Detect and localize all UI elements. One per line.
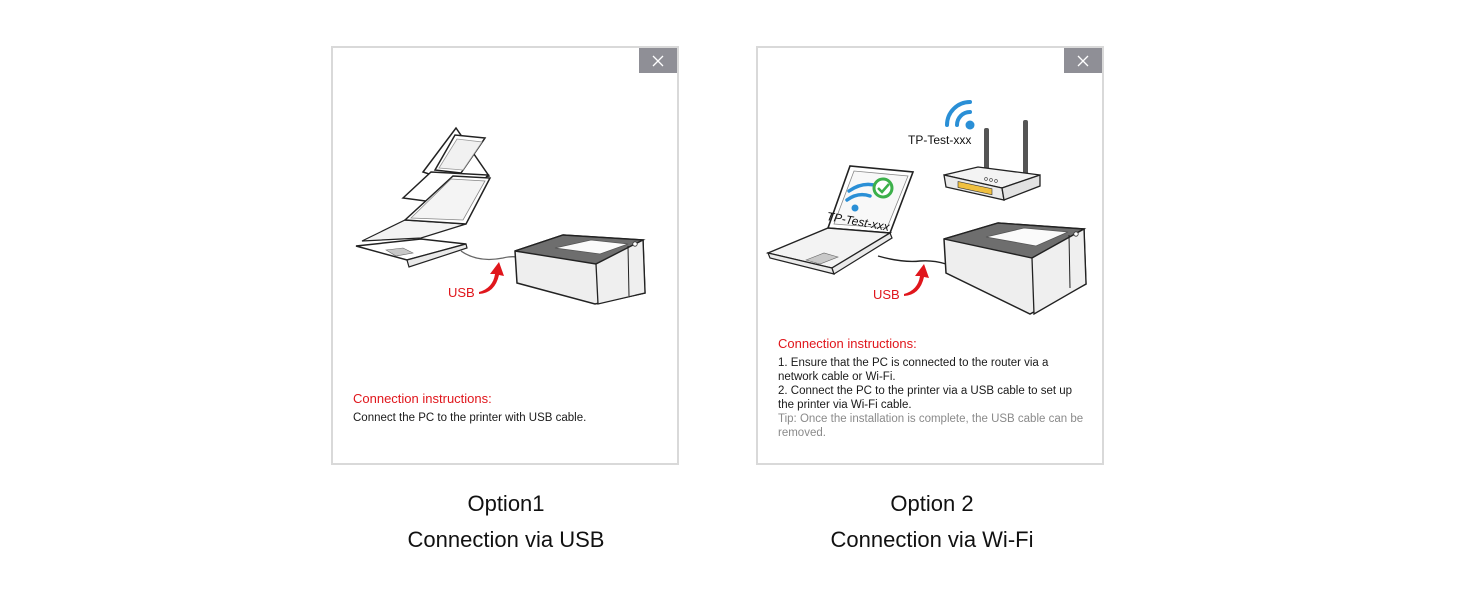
router-icon [943,120,1041,201]
close-icon [1077,55,1089,66]
wifi-illustration: TP-Test-xxx TP-Test-xx [765,100,1087,316]
wifi-signal-icon [945,100,975,130]
close-icon [652,55,664,66]
instruction-line: Connect the PC to the printer with USB c… [353,412,587,424]
wifi-connection-panel: TP-Test-xxx TP-Test-xx [756,46,1104,465]
option-description-label: Connection via USB [407,527,605,552]
option-number-label: Option 2 [890,491,974,516]
instruction-tip: Tip: Once the installation is complete, … [778,413,1084,439]
usb-illustration: USB [355,126,646,305]
curved-arrow-icon [904,264,929,296]
check-icon [872,177,894,199]
option-number-label: Option1 [467,491,545,516]
usb-option-caption: Option1 Connection via USB [306,486,706,558]
instructions-title: Connection instructions: [353,391,492,406]
usb-cable [877,255,947,265]
wifi-option-caption: Option 2 Connection via Wi-Fi [732,486,1132,558]
printer-icon [514,234,646,305]
router-ssid-text: TP-Test-xxx [908,133,971,147]
option-description-label: Connection via Wi-Fi [830,527,1034,552]
printer-icon [943,222,1087,316]
wifi-instructions: Connection instructions: 1. Ensure that … [778,337,1086,440]
usb-label-text: USB [448,285,475,300]
usb-instructions: Connection instructions: Connect the PC … [353,392,661,425]
laptop-icon [355,126,492,268]
usb-connection-panel: USB Connection instructions: Connect the… [331,46,679,465]
usb-label-text: USB [873,287,900,302]
instructions-title: Connection instructions: [778,336,917,351]
instruction-line: 2. Connect the PC to the printer via a U… [778,385,1073,411]
close-button[interactable] [639,48,677,73]
instruction-line: 1. Ensure that the PC is connected to th… [778,357,1049,383]
curved-arrow-icon [479,262,504,294]
laptop-icon: TP-Test-xxx [765,165,915,275]
close-button[interactable] [1064,48,1102,73]
